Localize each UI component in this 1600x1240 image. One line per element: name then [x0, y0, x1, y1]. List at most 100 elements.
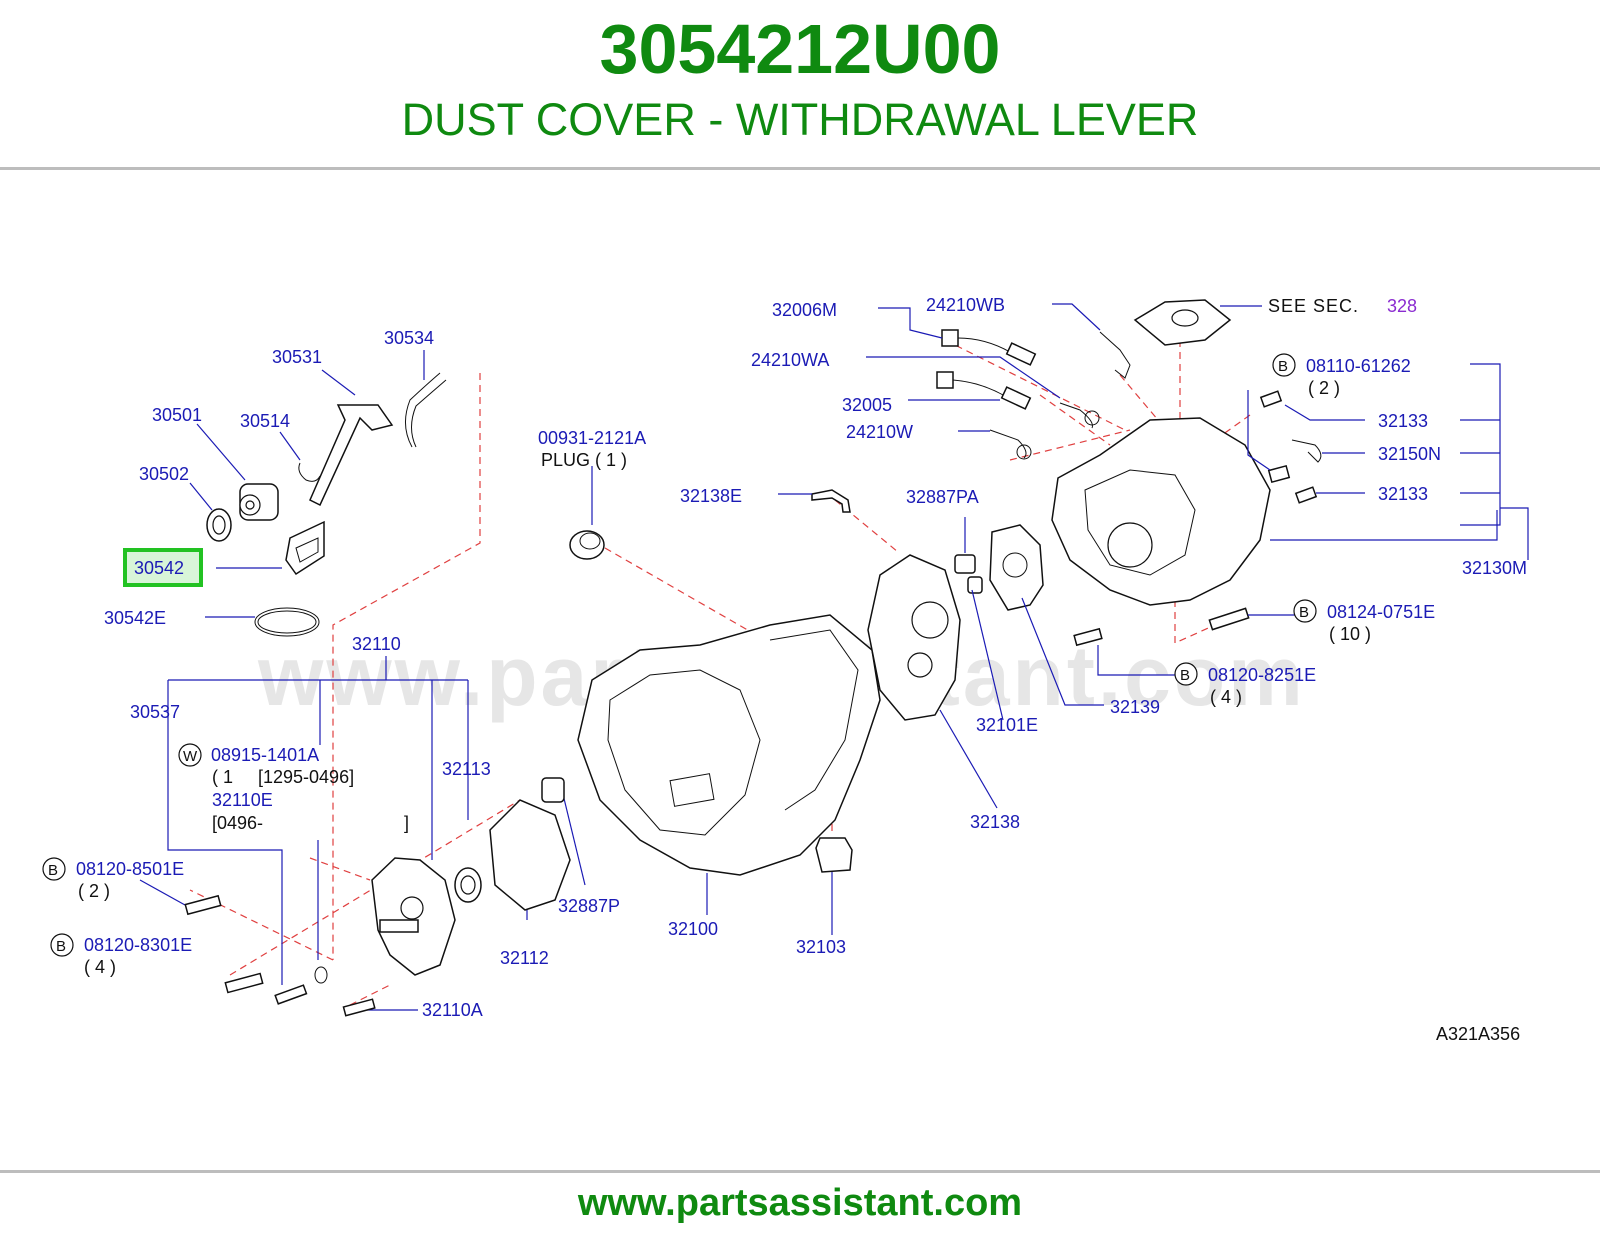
rear-extension-housing[interactable]	[1107, 522, 1153, 568]
part-label[interactable]: 32006M	[772, 300, 837, 320]
part-label[interactable]: 32150N	[1378, 444, 1441, 464]
plug[interactable]	[579, 532, 601, 550]
ground-strap[interactable]	[1084, 410, 1100, 426]
part-label[interactable]: 32110E	[212, 790, 273, 810]
neutral-switch[interactable]	[1005, 342, 1037, 366]
part-label[interactable]: 30501	[152, 405, 202, 425]
withdrawal-lever[interactable]	[309, 404, 394, 507]
release-bearing[interactable]	[212, 515, 226, 535]
transmission-case[interactable]	[577, 614, 881, 876]
release-bearing-sleeve[interactable]	[245, 500, 255, 510]
part-label[interactable]: 08120-8251E	[1208, 665, 1316, 685]
dowel-pin[interactable]	[541, 777, 565, 803]
dust-cover-band[interactable]	[257, 610, 317, 634]
part-label[interactable]: 30531	[272, 347, 322, 367]
pin[interactable]	[1294, 486, 1318, 504]
stud[interactable]	[274, 984, 308, 1005]
breather-tube[interactable]	[811, 489, 851, 513]
part-label[interactable]: 32100	[668, 919, 718, 939]
shift-tower[interactable]	[1171, 309, 1199, 327]
part-label[interactable]: 32138	[970, 812, 1020, 832]
back-up-lamp-switch[interactable]	[1000, 386, 1032, 410]
part-label[interactable]: 32103	[796, 937, 846, 957]
front-cover[interactable]	[400, 896, 424, 920]
oil-seal[interactable]	[460, 875, 476, 895]
part-label[interactable]: 24210WB	[926, 295, 1005, 315]
bolt[interactable]	[224, 972, 264, 994]
dowel-pin[interactable]	[967, 576, 983, 594]
bolt-marker	[1174, 662, 1198, 686]
washer[interactable]	[314, 966, 328, 984]
transmission-case[interactable]	[607, 669, 761, 836]
part-label[interactable]: 32133	[1378, 411, 1428, 431]
plug[interactable]	[569, 530, 605, 560]
bolt[interactable]	[1073, 627, 1103, 647]
switch-wire[interactable]	[952, 379, 1006, 397]
rear-extension-housing[interactable]	[1084, 469, 1196, 576]
pin[interactable]	[1259, 390, 1283, 408]
part-label[interactable]: 08124-0751E	[1327, 602, 1435, 622]
bolt[interactable]	[1267, 464, 1291, 484]
part-label[interactable]: 30542E	[104, 608, 166, 628]
part-label[interactable]: 08120-8301E	[84, 935, 192, 955]
part-label[interactable]: 08110-61262	[1306, 356, 1411, 376]
see-section-link[interactable]: 328	[1387, 296, 1417, 316]
part-label[interactable]: 00931-2121A	[538, 428, 646, 448]
bolt[interactable]	[184, 894, 222, 916]
lever-spring[interactable]	[405, 372, 441, 448]
front-cover-gasket[interactable]	[489, 799, 571, 911]
part-label[interactable]: 32113	[442, 759, 491, 779]
dowel-pin[interactable]	[954, 554, 976, 574]
part-label[interactable]: 32110A	[422, 1000, 483, 1020]
transmission-case[interactable]	[769, 629, 859, 811]
adapter-plate[interactable]	[907, 652, 933, 678]
front-cover-shaft[interactable]	[379, 919, 419, 933]
adapter-plate[interactable]	[867, 554, 961, 721]
lever-spring[interactable]	[411, 379, 447, 448]
site-url[interactable]: www.partsassistant.com	[577, 1182, 1023, 1224]
connector[interactable]	[936, 371, 954, 389]
part-label[interactable]: 32133	[1378, 484, 1428, 504]
bolt[interactable]	[342, 998, 376, 1017]
inspection-cover[interactable]	[669, 773, 715, 807]
part-label[interactable]: 32887P	[558, 896, 620, 916]
page-subtitle: DUST COVER - WITHDRAWAL LEVER	[401, 94, 1199, 145]
part-label[interactable]: 32005	[842, 395, 892, 415]
ground-strap[interactable]	[1016, 444, 1032, 460]
connector[interactable]	[941, 329, 959, 347]
part-label[interactable]: 08915-1401A	[211, 745, 319, 765]
part-label[interactable]: 30534	[384, 328, 434, 348]
part-label[interactable]: 32101E	[976, 715, 1038, 735]
part-label[interactable]: 32138E	[680, 486, 742, 506]
part-label[interactable]: 32112	[500, 948, 549, 968]
part-label[interactable]: 32887PA	[906, 487, 979, 507]
part-label[interactable]: 30537	[130, 702, 180, 722]
part-label[interactable]: 24210W	[846, 422, 913, 442]
part-label[interactable]: 32139	[1110, 697, 1160, 717]
ground-strap[interactable]	[1059, 402, 1093, 429]
part-label[interactable]: 24210WA	[751, 350, 829, 370]
part-label[interactable]: 08120-8501E	[76, 859, 184, 879]
rear-extension-housing[interactable]	[1051, 417, 1271, 606]
rubber-boot[interactable]	[815, 837, 853, 873]
rear-gasket[interactable]	[1002, 552, 1028, 578]
bolt[interactable]	[1208, 607, 1250, 631]
part-label[interactable]: 32130M	[1462, 558, 1527, 578]
switch-wire[interactable]	[957, 337, 1011, 353]
part-label[interactable]: 30514	[240, 411, 290, 431]
retaining-clip[interactable]	[1291, 439, 1322, 463]
retaining-clip[interactable]	[298, 462, 321, 482]
assembly-guide-line	[1174, 600, 1216, 644]
dust-cover-withdrawal-lever[interactable]	[285, 520, 325, 576]
part-label[interactable]: 30502	[139, 464, 189, 484]
ground-strap[interactable]	[989, 429, 1027, 459]
part-label[interactable]: 32110	[352, 634, 401, 654]
quantity-text: ( 1	[212, 767, 233, 787]
dust-cover-withdrawal-lever[interactable]	[295, 537, 319, 563]
bracket[interactable]	[1099, 331, 1131, 379]
highlighted-part-label[interactable]: 30542	[134, 558, 184, 578]
rear-gasket[interactable]	[989, 524, 1044, 611]
adapter-plate[interactable]	[911, 601, 949, 639]
assembly-guide-line	[1039, 394, 1111, 446]
dust-cover-band[interactable]	[254, 607, 320, 637]
